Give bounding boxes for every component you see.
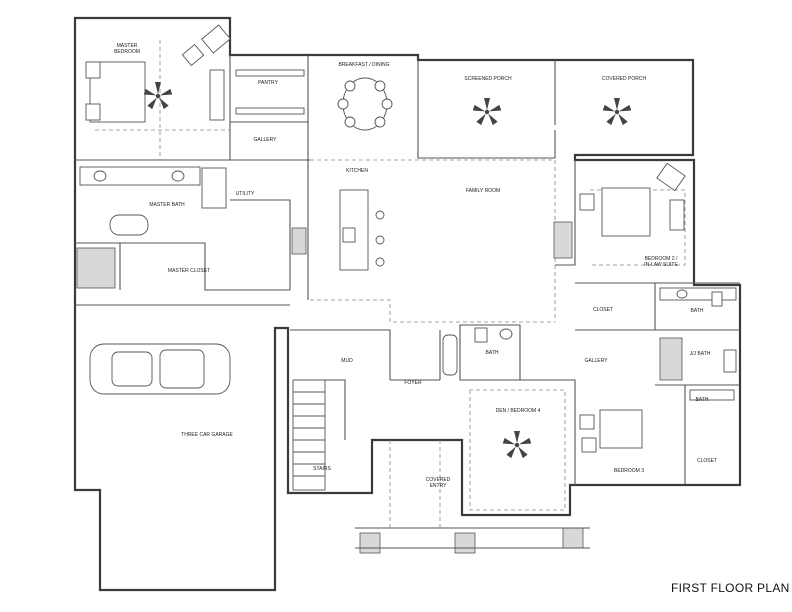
fireplace [553, 221, 573, 259]
label-ju-bath: J/J BATH [690, 351, 711, 357]
ceiling-lines [95, 40, 686, 511]
label-bedroom2-2: IN-LAW SUITE [644, 262, 678, 268]
label-utility: UTILITY [236, 191, 255, 197]
label-mud: MUD [341, 358, 353, 364]
plan-title: FIRST FLOOR PLAN [671, 581, 790, 595]
baths-right-fixtures [442, 287, 737, 401]
label-gallery-top: GALLERY [254, 137, 278, 143]
label-closet-right: CLOSET [697, 458, 717, 464]
entry-columns [355, 440, 590, 554]
label-master-bedroom-1: MASTER [117, 43, 138, 49]
label-bath-right-low: BATH [696, 397, 709, 403]
label-master-bedroom-2: BEDROOM [114, 49, 140, 55]
dining-table [337, 77, 393, 131]
label-bedroom2-1: BEDROOM 2 / [645, 256, 678, 262]
label-covered-entry-2: ENTRY [430, 483, 448, 489]
label-stairs: STAIRS [313, 466, 331, 472]
label-three-car-garage: THREE CAR GARAGE [181, 432, 233, 438]
kitchen-island [291, 189, 385, 271]
garage-car [89, 343, 231, 395]
stairs [292, 379, 326, 491]
exterior-walls [73, 16, 742, 592]
label-master-closet: MASTER CLOSET [168, 268, 210, 274]
label-gallery-mid: GALLERY [585, 358, 609, 364]
bedroom-2-furniture [579, 162, 686, 237]
label-bath-mid: BATH [486, 350, 499, 356]
label-den-bedroom4: DEN / BEDROOM 4 [496, 408, 541, 414]
label-covered-entry-1: COVERED [426, 477, 451, 483]
label-screened-porch: SCREENED PORCH [464, 76, 512, 82]
label-kitchen: KITCHEN [346, 168, 368, 174]
label-foyer: FOYER [404, 380, 422, 386]
master-bedroom-furniture [85, 24, 231, 123]
label-bath-right-top: BATH [691, 308, 704, 314]
bedroom-3-furniture [579, 409, 643, 453]
label-pantry: PANTRY [258, 80, 278, 86]
label-closet-mid: CLOSET [593, 307, 613, 313]
label-family-room: FAMILY ROOM [466, 188, 500, 194]
label-master-bath: MASTER BATH [149, 202, 185, 208]
label-bedroom3: BEDROOM 3 [614, 468, 644, 474]
master-bath-fixtures [76, 166, 227, 289]
room-labels: MASTER BEDROOM PANTRY GALLERY BREAKFAST … [114, 43, 717, 489]
interior-walls [119, 55, 740, 485]
label-covered-porch: COVERED PORCH [602, 76, 647, 82]
pantry-shelves [235, 69, 305, 115]
label-breakfast-dining: BREAKFAST / DINING [338, 62, 389, 68]
